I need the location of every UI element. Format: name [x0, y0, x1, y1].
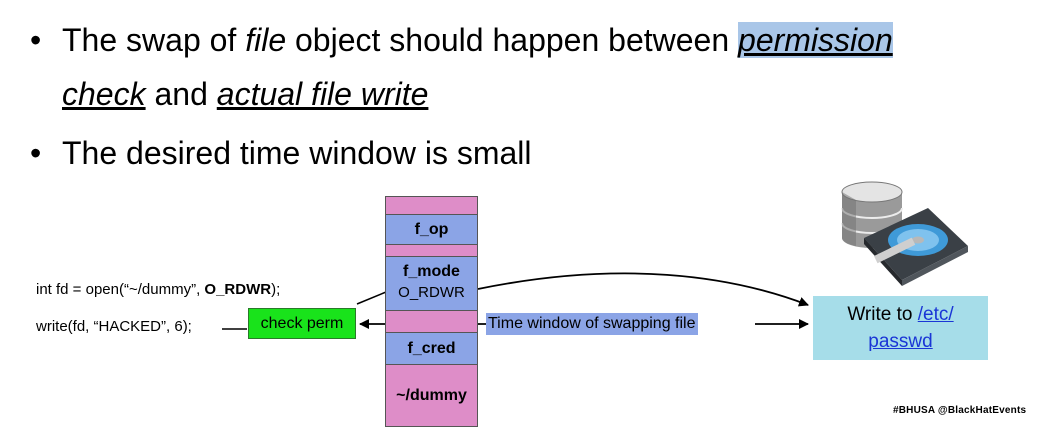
- code-open-post: );: [271, 281, 281, 298]
- bullet-2-text: The desired time window is small: [62, 135, 532, 171]
- bullet-dot: •: [30, 22, 42, 58]
- write-to-passwd-box: Write to /etc/ passwd: [813, 296, 988, 360]
- time-window-label: Time window of swapping file: [486, 313, 698, 335]
- bullet-1-write: actual file write: [216, 76, 429, 112]
- code-open-flag: O_RDWR: [204, 281, 272, 298]
- code-open-pre: int fd = open(“~/dummy”,: [36, 281, 205, 298]
- bullet-1: • The swap of file object should happen b…: [30, 20, 893, 60]
- check-perm-box: check perm: [248, 308, 356, 339]
- write-to-label: Write to: [847, 304, 918, 325]
- stack-dummy: ~/dummy: [386, 364, 477, 426]
- stack-f-mode: f_mode: [403, 263, 460, 280]
- bullet-1-mid: object should happen between: [286, 22, 739, 58]
- stack-pad-2: [386, 310, 477, 332]
- stack-pad-1: [386, 244, 477, 256]
- storage-icons: [841, 181, 968, 286]
- hard-disk-icon: [864, 208, 968, 286]
- bullet-1-and: and: [145, 76, 217, 112]
- code-write-line: write(fd, “HACKED”, 6);: [36, 318, 192, 335]
- bullet-2: • The desired time window is small: [30, 133, 532, 173]
- stack-f-mode-cell: f_mode O_RDWR: [386, 256, 477, 310]
- passwd-link[interactable]: passwd: [868, 331, 933, 352]
- mode-to-write-arrow: [477, 272, 809, 307]
- etc-link[interactable]: /etc/: [917, 304, 954, 325]
- check-to-mode-connector: [356, 291, 387, 305]
- stack-f-cred: f_cred: [386, 332, 477, 364]
- bullet-1-check: check: [62, 76, 146, 112]
- bullet-1-pre: The swap of: [62, 22, 246, 58]
- stack-pad-top: [386, 197, 477, 214]
- bullet-1-file: file: [245, 22, 287, 58]
- file-struct-stack: f_op f_mode O_RDWR f_cred ~/dummy: [385, 196, 478, 427]
- footer-hashtags: #BHUSA @BlackHatEvents: [893, 405, 1027, 416]
- bullet-1-permission: permission: [738, 22, 893, 58]
- bullet-1-continuation: check and actual file write: [62, 74, 428, 114]
- bullet-dot: •: [30, 135, 42, 171]
- code-open-line: int fd = open(“~/dummy”, O_RDWR);: [36, 281, 280, 298]
- stack-o-rdwr: O_RDWR: [398, 284, 465, 301]
- stack-f-op: f_op: [386, 214, 477, 244]
